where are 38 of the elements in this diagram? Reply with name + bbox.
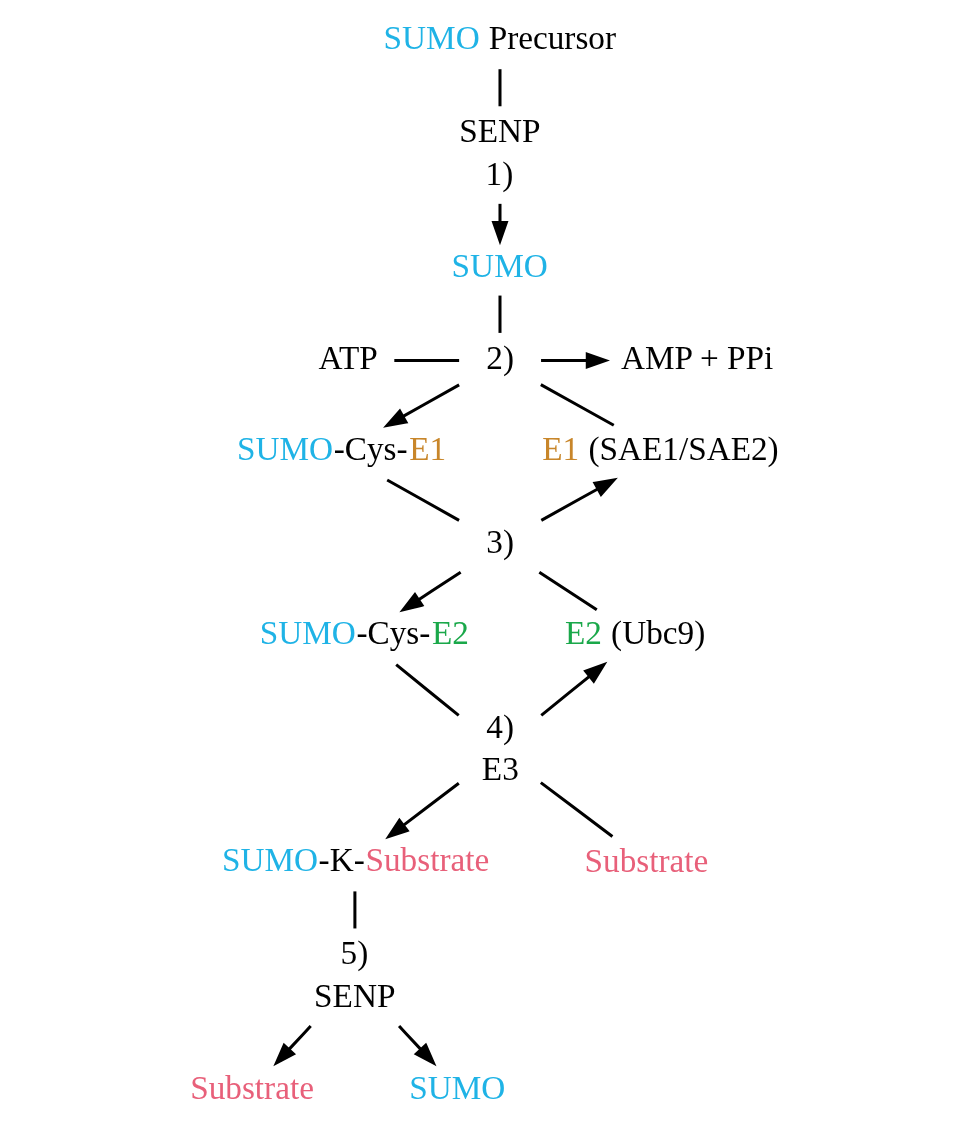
- node-text: SUMO: [408, 1068, 505, 1106]
- node-text: E2 (Ubc9): [564, 613, 705, 651]
- node-text: 1): [485, 154, 513, 192]
- node-label: SENP: [458, 112, 540, 150]
- node-text: SUMO: [451, 246, 548, 284]
- node-text: SUMO Precursor: [383, 18, 616, 56]
- arrow: [540, 477, 618, 522]
- connector: [498, 295, 501, 333]
- node-text: Substrate: [189, 1068, 314, 1106]
- connector: [498, 69, 501, 107]
- arrow: [272, 1025, 312, 1067]
- node-text: SUMO-Cys-E1: [236, 429, 446, 467]
- arrow: [384, 782, 460, 840]
- node-text: 3): [485, 523, 514, 561]
- arrow: [398, 570, 461, 613]
- node-label: E3: [481, 750, 519, 788]
- connector: [538, 570, 598, 612]
- node-text: E1 (SAE1/SAE2): [541, 429, 779, 467]
- connector: [539, 383, 614, 427]
- connector: [539, 781, 613, 838]
- node-text: 2): [485, 338, 514, 376]
- connector: [352, 891, 356, 929]
- node-text: ATP: [318, 338, 378, 376]
- node-text: AMP + PPi: [620, 338, 773, 376]
- node-text: 4): [485, 707, 514, 745]
- arrow: [491, 203, 508, 246]
- arrow: [539, 661, 607, 717]
- node-label: SENP: [313, 976, 395, 1014]
- node-text: SUMO-Cys-E2: [259, 613, 469, 651]
- arrow: [397, 1025, 436, 1067]
- connector: [394, 663, 460, 717]
- node-text: 5): [340, 934, 368, 972]
- connector: [385, 478, 460, 522]
- arrow: [540, 351, 610, 369]
- node-text: SUMO-K-Substrate: [221, 840, 489, 878]
- node-text: Substrate: [584, 842, 708, 880]
- connector: [393, 358, 459, 362]
- arrow: [382, 383, 460, 428]
